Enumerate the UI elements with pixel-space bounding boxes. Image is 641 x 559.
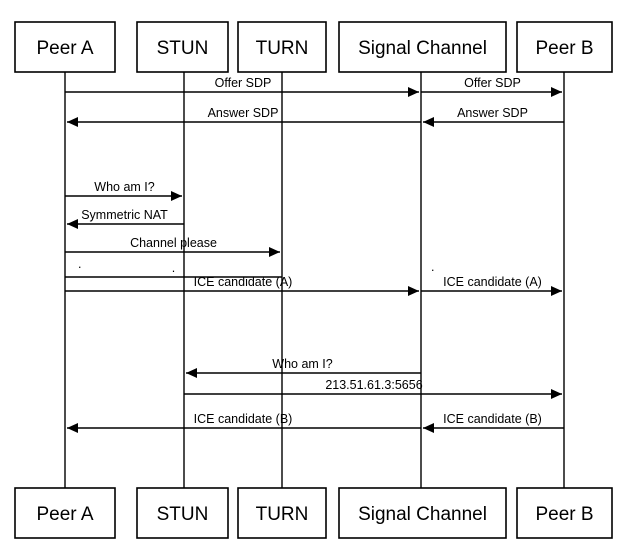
participant-box-stun-bottom[interactable]: STUN — [136, 487, 229, 539]
box-outline — [136, 21, 229, 73]
participant-label: Signal Channel — [358, 38, 487, 59]
box-outline — [338, 487, 507, 539]
participant-label: STUN — [157, 38, 209, 59]
message-label-2: Answer SDP — [208, 106, 279, 120]
message-arrow-group — [65, 87, 564, 433]
stray-mark-1: . — [431, 260, 434, 274]
message-label-7: . — [172, 261, 175, 275]
stray-mark-group: .. — [78, 257, 434, 274]
message-label-1: Offer SDP — [464, 76, 521, 90]
participant-box-turn-top[interactable]: TURN — [237, 21, 327, 73]
stray-mark-0: . — [78, 257, 81, 271]
message-label-10: Who am I? — [272, 357, 332, 371]
box-outline — [516, 21, 613, 73]
message-label-8: ICE candidate (A) — [194, 275, 293, 289]
participant-label: Peer A — [36, 38, 93, 59]
participant-label: Peer A — [36, 504, 93, 525]
message-label-0: Offer SDP — [215, 76, 272, 90]
message-label-3: Answer SDP — [457, 106, 528, 120]
box-outline — [237, 487, 327, 539]
participant-box-peer-b-bottom[interactable]: Peer B — [516, 487, 613, 539]
message-label-5: Symmetric NAT — [81, 208, 168, 222]
message-label-6: Channel please — [130, 236, 217, 250]
participant-box-turn-bottom[interactable]: TURN — [237, 487, 327, 539]
box-outline — [516, 487, 613, 539]
participant-box-stun-top[interactable]: STUN — [136, 21, 229, 73]
message-label-9: ICE candidate (A) — [443, 275, 542, 289]
message-label-11: 213.51.61.3:5656 — [325, 378, 422, 392]
participant-label: STUN — [157, 504, 209, 525]
participant-box-signal-channel-top[interactable]: Signal Channel — [338, 21, 507, 73]
message-label-13: ICE candidate (B) — [443, 412, 542, 426]
box-outline — [14, 487, 116, 539]
participant-box-peer-b-top[interactable]: Peer B — [516, 21, 613, 73]
participant-label: Peer B — [535, 504, 593, 525]
participant-box-peer-a-top[interactable]: Peer A — [14, 21, 116, 73]
message-label-4: Who am I? — [94, 180, 154, 194]
participant-label: TURN — [256, 38, 309, 59]
box-outline — [14, 21, 116, 73]
participant-label: TURN — [256, 504, 309, 525]
message-label-group: Offer SDP Offer SDP Answer SDP Answer SDP Wh… — [81, 76, 542, 426]
box-outline — [136, 487, 229, 539]
participant-label: Peer B — [535, 38, 593, 59]
box-outline — [338, 21, 507, 73]
participant-box-signal-channel-bottom[interactable]: Signal Channel — [338, 487, 507, 539]
message-label-12: ICE candidate (B) — [194, 412, 293, 426]
lifeline-group — [64, 72, 565, 488]
box-outline — [237, 21, 327, 73]
participant-label: Signal Channel — [358, 504, 487, 525]
participant-box-peer-a-bottom[interactable]: Peer A — [14, 487, 116, 539]
